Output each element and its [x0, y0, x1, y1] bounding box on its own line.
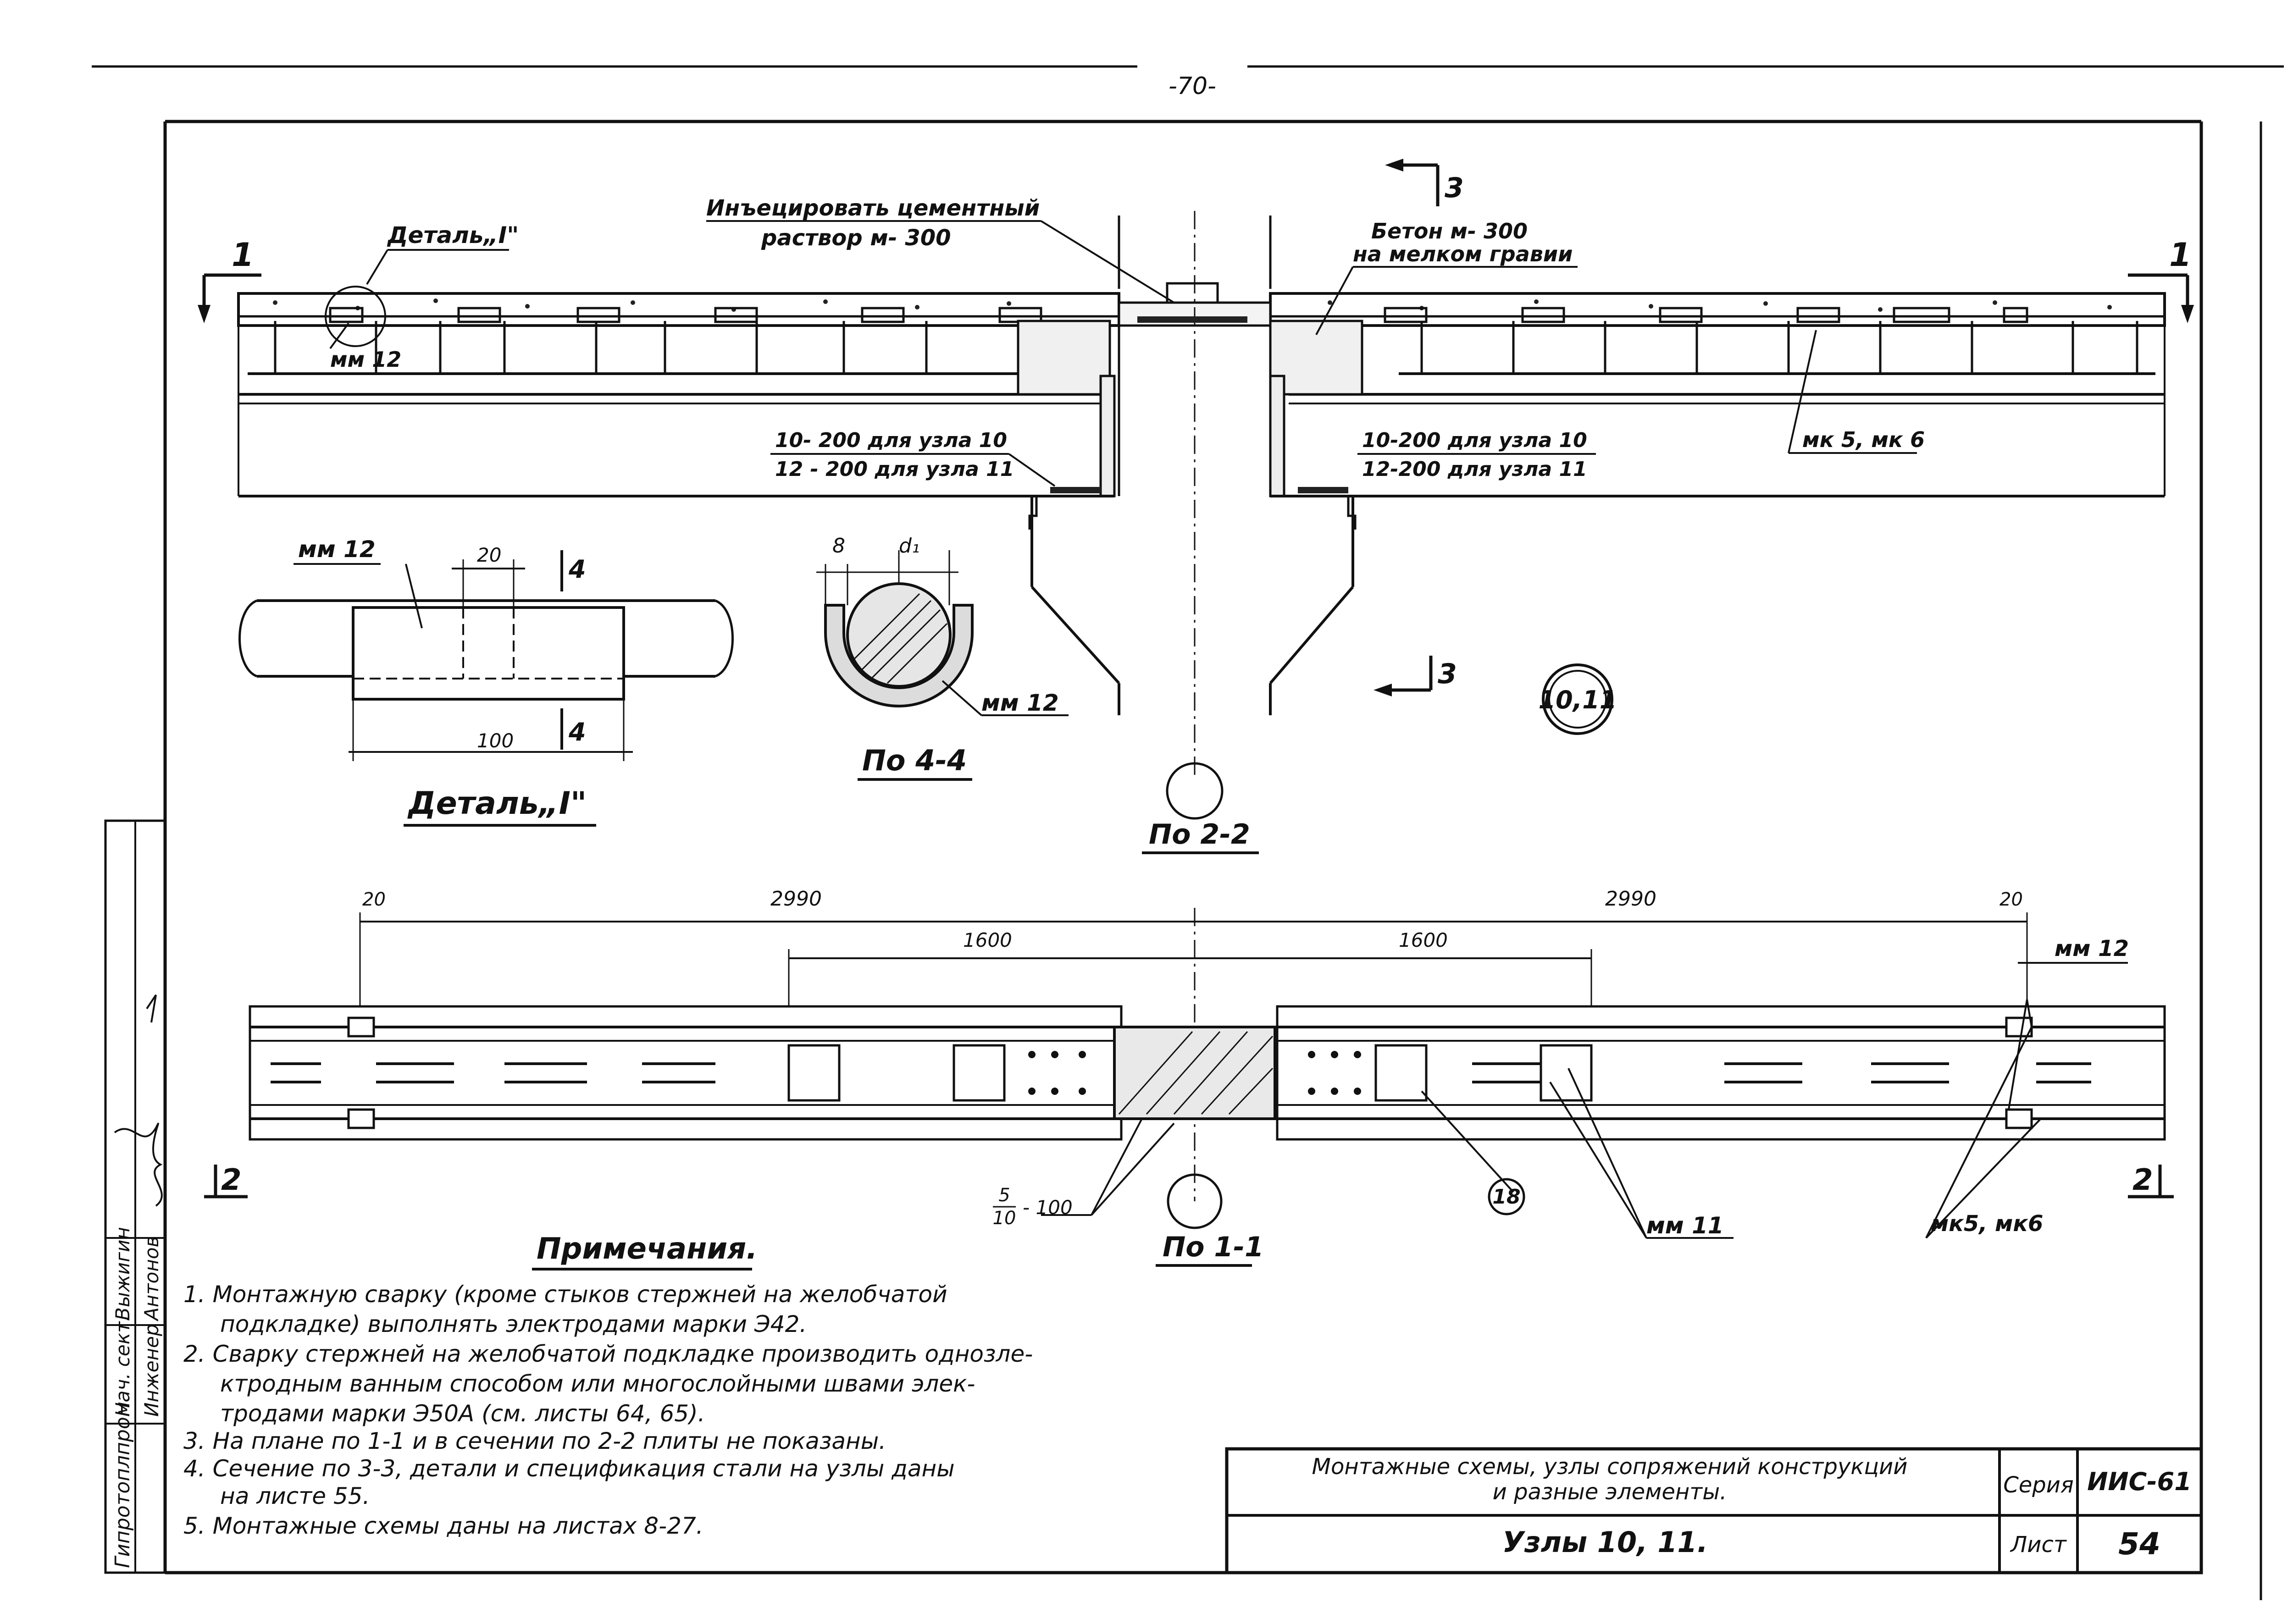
label-weld-left-2: 12 - 200 для узла 11 — [775, 458, 1014, 481]
plan-dim-1600-left: 1600 — [963, 929, 1012, 951]
svg-text:3: 3 — [1445, 172, 1464, 204]
detail-circle — [325, 286, 386, 347]
notes-title: Примечания. — [537, 1232, 758, 1266]
sec44-dim-8: 8 — [832, 534, 845, 558]
axis-bubble-2-2 — [1166, 762, 1224, 820]
note-line: 1. Монтажную сварку (кроме стыков стержн… — [183, 1281, 947, 1308]
section-mark-3-3: 3 3 — [1374, 159, 1464, 696]
stamp-role-1: Нач. сект. — [111, 1315, 134, 1417]
title-description-1: Монтажные схемы, узлы сопряжений констру… — [1312, 1454, 1908, 1480]
plan-label-mm11: мм 11 — [1646, 1212, 1724, 1239]
stamp-name-2: Антонов — [140, 1236, 163, 1322]
section-1-1-title: По 1-1 — [1163, 1231, 1264, 1263]
elevation-view — [237, 211, 2166, 820]
detail-sec4-top: 4 — [568, 555, 586, 584]
label-weld-right-2: 12-200 для узла 11 — [1362, 458, 1587, 481]
plan-dim-20-left: 20 — [362, 889, 386, 910]
svg-text:1: 1 — [232, 236, 254, 274]
plan-weld-num: 5 — [998, 1185, 1010, 1206]
note-line: тродами марки Э50А (см. листы 64, 65). — [220, 1400, 705, 1427]
detail-sec4-bottom: 4 — [568, 718, 586, 746]
notes-list: 1. Монтажную сварку (кроме стыков стержн… — [183, 1281, 1033, 1539]
note-line: 3. На плане по 1-1 и в сечении по 2-2 пл… — [183, 1428, 886, 1454]
svg-text:3: 3 — [1438, 658, 1457, 690]
sec44-title: По 4-4 — [862, 744, 967, 777]
label-inject-2: раствор м- 300 — [761, 225, 951, 251]
title-block — [1225, 1447, 2203, 1574]
plan-weld-den: 10 — [993, 1208, 1016, 1229]
page-number: -70- — [1169, 72, 1216, 100]
plan-dim-2990-right: 2990 — [1605, 887, 1656, 911]
detail-I-view — [238, 550, 734, 761]
title-description-2: и разные элементы. — [1493, 1479, 1727, 1505]
label-mm12-left: мм 12 — [330, 347, 401, 372]
note-line: 2. Сварку стержней на желобчатой подклад… — [183, 1341, 1033, 1367]
note-line: 5. Монтажные схемы даны на листах 8-27. — [183, 1513, 703, 1539]
note-line: на листе 55. — [220, 1483, 370, 1509]
approval-stamp — [104, 819, 166, 1574]
label-mk-top: мк 5, мк 6 — [1802, 427, 1925, 452]
note-line: подкладке) выполнять электродами марки Э… — [220, 1311, 807, 1337]
label-concrete-1: Бетон м- 300 — [1371, 219, 1528, 243]
section-4-4-view — [816, 550, 1069, 716]
label-weld-left-1: 10- 200 для узла 10 — [775, 429, 1007, 452]
plan-label-mk: мк5, мк6 — [1931, 1211, 2043, 1237]
stamp-name-1: Выжигин — [111, 1227, 134, 1320]
sec44-mm12: мм 12 — [981, 690, 1059, 716]
label-detail-callout: Деталь„I" — [387, 222, 519, 249]
detail-dim-100: 100 — [477, 729, 514, 752]
axis-bubble-1-1 — [1167, 1173, 1223, 1229]
title-sheet-title: Узлы 10, 11. — [1502, 1525, 1708, 1559]
label-weld-right-1: 10-200 для узла 10 — [1362, 429, 1587, 452]
plan-weld-len: - 100 — [1023, 1196, 1073, 1219]
position-bubble-18 — [1488, 1178, 1525, 1215]
detail-dim-20: 20 — [477, 544, 501, 566]
stamp-org: Гипротоплпром — [111, 1402, 134, 1568]
plan-dim-20-right: 20 — [1999, 889, 2023, 910]
section-2-right: 2 — [2132, 1163, 2153, 1197]
label-concrete-2: на мелком гравии — [1353, 242, 1573, 266]
sec44-dim-d1: d₁ — [899, 534, 920, 558]
detail-label-mm12: мм 12 — [298, 536, 376, 563]
plan-dim-2990-left: 2990 — [770, 887, 822, 911]
svg-text:10,11: 10,11 — [1539, 685, 1617, 714]
node-badge: 10,11 — [1539, 663, 1617, 735]
plan-pos18: 18 — [1492, 1185, 1520, 1209]
section-2-2-title: По 2-2 — [1149, 818, 1250, 851]
note-line: ктродным ванным способом или многослойны… — [220, 1370, 975, 1397]
plan-view — [204, 908, 2174, 1239]
plan-dim-1600-right: 1600 — [1399, 929, 1448, 951]
label-inject-1: Инъецировать цементный — [706, 195, 1040, 221]
series-value: ИИС-61 — [2087, 1467, 2192, 1496]
sheet-value: 54 — [2118, 1526, 2160, 1562]
svg-text:1: 1 — [2169, 236, 2192, 274]
section-2-left: 2 — [221, 1163, 242, 1197]
series-label: Серия — [2003, 1472, 2074, 1498]
note-line: 4. Сечение по 3-3, детали и спецификация… — [183, 1455, 955, 1482]
section-mark-1-1: 1 1 — [198, 236, 2194, 323]
plan-label-mm12: мм 12 — [2055, 936, 2129, 961]
detail-title: Деталь„I" — [407, 785, 587, 822]
stamp-role-2: Инженер — [140, 1324, 163, 1417]
sheet-label: Лист — [2010, 1532, 2067, 1558]
